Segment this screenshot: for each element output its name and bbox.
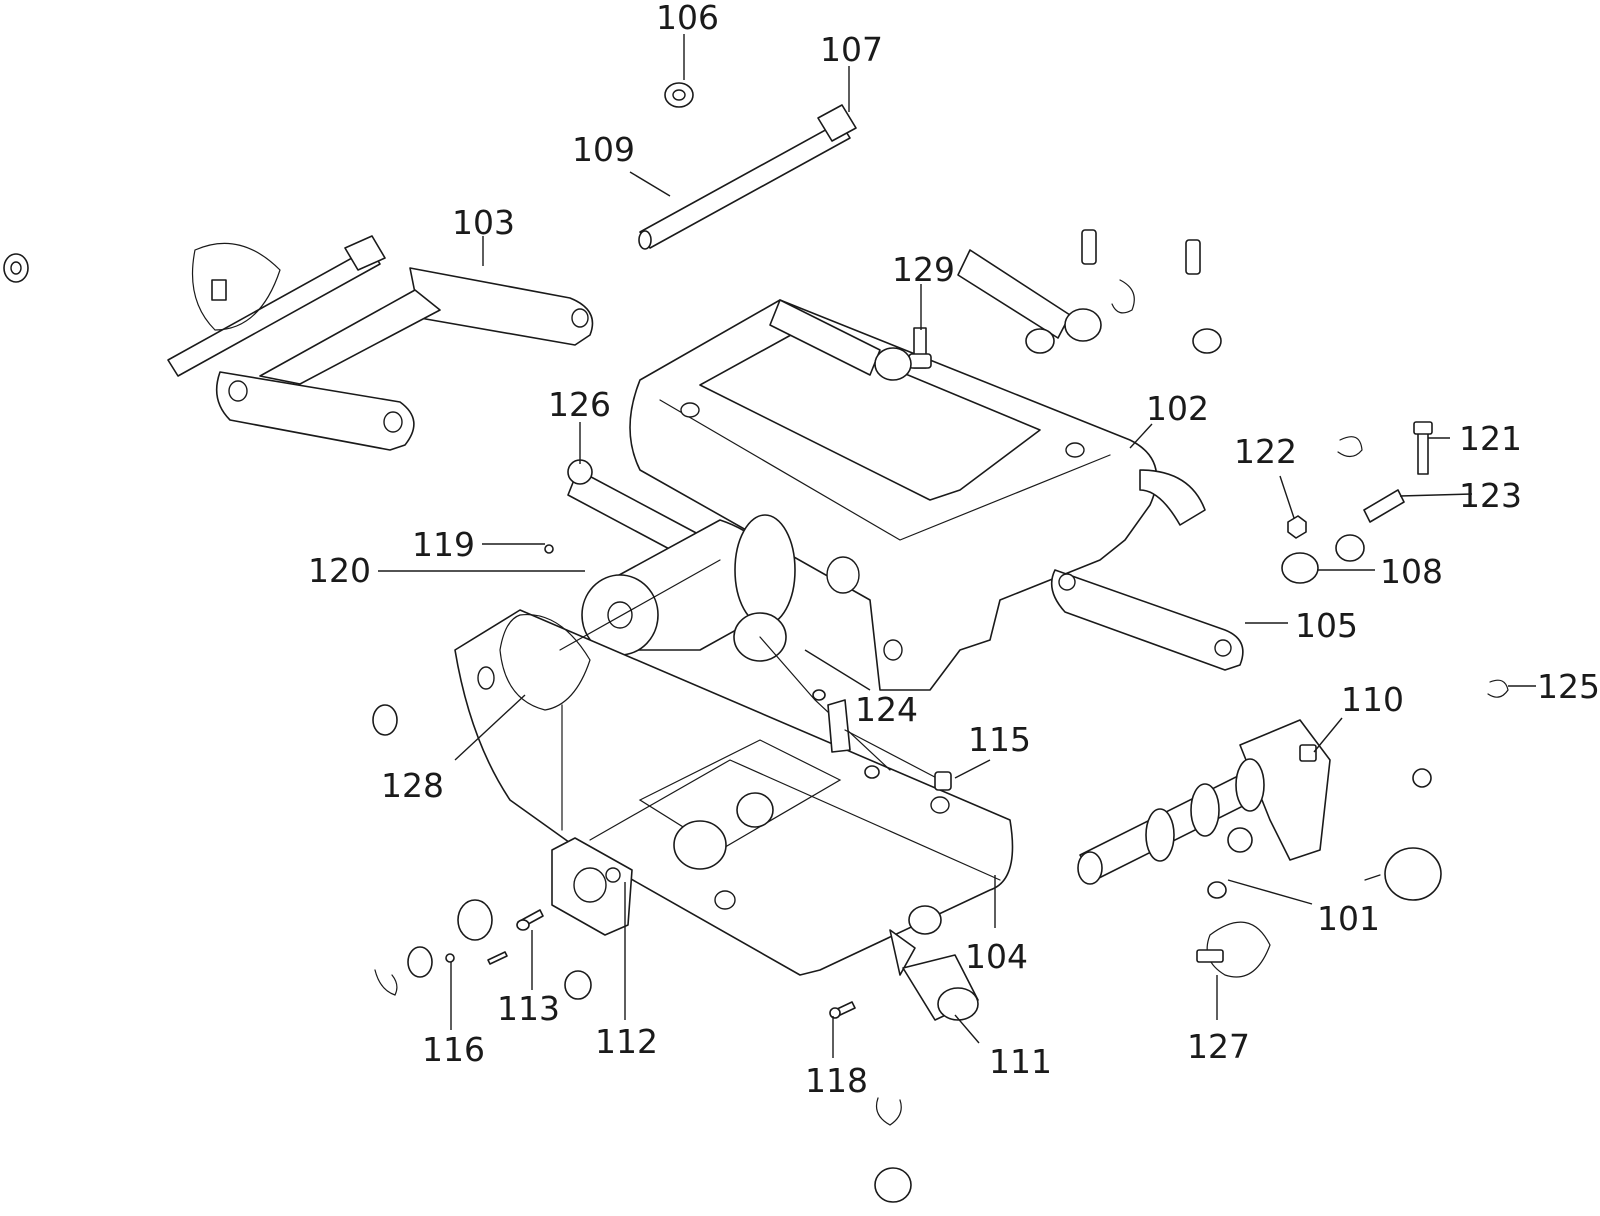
part-104-base-frame [454,559,1014,976]
callout-119: 119 [412,525,475,564]
part-106-washer [664,82,694,108]
callout-107: 107 [820,30,883,69]
callout-118: 118 [805,1061,868,1100]
callout-123: 123 [1459,476,1522,515]
callout-110: 110 [1341,680,1404,719]
callout-125: 125 [1537,667,1600,706]
callout-109: 109 [572,130,635,169]
callout-122: 122 [1234,432,1297,471]
callout-103: 103 [452,203,515,242]
parts-bottom-center [874,1097,912,1203]
part-124-cam-link [733,612,891,771]
callout-106: 106 [656,0,719,37]
rollers-base [673,792,942,935]
callout-121: 121 [1459,419,1522,458]
callout-113: 113 [497,989,560,1028]
part-112-bracket [551,837,633,936]
callout-120: 120 [308,551,371,590]
part-105-link-arm [1050,569,1244,671]
callout-102: 102 [1146,389,1209,428]
callout-126: 126 [548,385,611,424]
small-parts-bottom-left [372,704,592,1000]
part-107-shaft [638,104,857,250]
part-128-ring [499,613,591,831]
callout-115: 115 [968,720,1031,759]
washer-left-edge [3,253,29,283]
part-119-small-screw [544,544,554,554]
callout-111: 111 [989,1042,1052,1081]
parts-121-123-108-122 [1281,421,1433,584]
part-115-sensor [827,699,952,791]
parts-right-side [1207,679,1509,901]
part-127-clip [1196,921,1271,978]
part-103-upper-arm-frame [167,235,594,451]
callout-108: 108 [1380,552,1443,591]
leader-lines [378,34,1536,1058]
part-129-bolt [908,327,932,369]
callout-labels: 106 107 109 103 129 126 102 121 122 123 … [308,0,1600,1100]
part-111-knob [889,929,979,1021]
part-110-cam-shaft [1077,719,1331,885]
callout-104: 104 [965,937,1028,976]
callout-124: 124 [855,690,918,729]
callout-101: 101 [1317,899,1380,938]
callout-112: 112 [595,1022,658,1061]
part-102-main-frame [629,299,1206,691]
callout-128: 128 [381,766,444,805]
callout-105: 105 [1295,606,1358,645]
springs-upper [769,229,1222,381]
part-118-screw [829,1001,856,1019]
callout-127: 127 [1187,1027,1250,1066]
callout-116: 116 [422,1030,485,1069]
callout-129: 129 [892,250,955,289]
